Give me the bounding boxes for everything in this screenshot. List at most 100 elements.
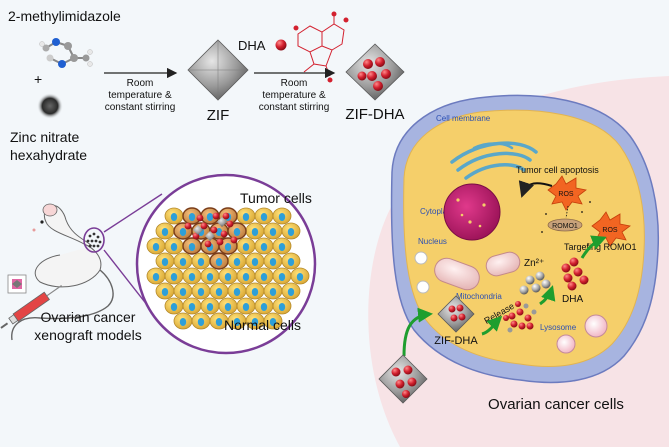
apoptosis-arrow xyxy=(518,180,553,198)
lysosome xyxy=(584,314,608,338)
dha-particle xyxy=(196,214,204,222)
chromatin-dots xyxy=(456,198,486,228)
lysosome xyxy=(556,334,576,354)
zif-particle xyxy=(193,225,203,235)
dha-particle xyxy=(184,222,192,230)
dha-particle xyxy=(216,238,224,246)
dha-released-label: DHA xyxy=(562,294,583,305)
normal-cell xyxy=(272,237,292,255)
dha-molecules-cluster xyxy=(561,257,589,291)
internalized-carrier-label: ZIF-DHA xyxy=(434,335,478,347)
normal-cell xyxy=(164,297,184,315)
normal-cell xyxy=(182,267,202,285)
internalized-zif-dha-icon xyxy=(437,295,475,333)
apoptosis-label: Tumor cell apoptosis xyxy=(516,165,599,175)
ros-link-line xyxy=(565,205,569,219)
normal-cell xyxy=(254,267,274,285)
normal-cell xyxy=(218,297,238,315)
normal-cell xyxy=(209,282,229,300)
zif-octahedron-icon xyxy=(187,39,249,101)
dha-structure-icon xyxy=(293,11,349,83)
tumor-cell xyxy=(209,252,229,270)
tumor-cell xyxy=(227,222,247,240)
normal-cell xyxy=(227,252,247,270)
ros-burst-icon xyxy=(547,175,587,211)
normal-cell xyxy=(209,312,229,330)
lysosome-label: Lysosome xyxy=(540,323,577,332)
zn-ions-cluster xyxy=(519,271,551,295)
ovarian-cells-caption: Ovarian cancer cells xyxy=(488,396,624,413)
romo1-protein xyxy=(547,218,583,232)
zinc-nitrate-label-line2: hexahydrate xyxy=(10,147,87,163)
normal-cell xyxy=(146,267,166,285)
zoom-line-top xyxy=(103,193,163,233)
normal-cell xyxy=(263,312,283,330)
normal-cell xyxy=(245,282,265,300)
ligand-label: 2-methylimidazole xyxy=(8,8,121,24)
normal-cell xyxy=(263,252,283,270)
dha-particle xyxy=(222,212,230,220)
normal-cell xyxy=(281,282,301,300)
normal-cell xyxy=(164,267,184,285)
mitochondria-label: Mitochondria xyxy=(456,292,502,301)
zif-particle xyxy=(217,217,227,227)
ligand-molecule-icon xyxy=(39,38,93,68)
normal-cell xyxy=(164,237,184,255)
vesicle xyxy=(416,280,430,294)
xenograft-caption-line1: Ovarian cancer xyxy=(41,309,136,325)
normal-cells-label: Normal cells xyxy=(224,317,301,333)
normal-cell xyxy=(173,282,193,300)
zinc-nitrate-label-line1: Zinc nitrate xyxy=(10,129,79,145)
normal-cell xyxy=(254,297,274,315)
dha-particle xyxy=(212,212,220,220)
degraded-carrier-fragments xyxy=(503,301,537,333)
normal-cell xyxy=(191,252,211,270)
normal-cell xyxy=(281,252,301,270)
release-arrow xyxy=(481,315,503,336)
normal-cell xyxy=(281,222,301,240)
step2-condition-line3: constant stirring xyxy=(259,102,330,113)
drug-vial-icon xyxy=(7,274,27,294)
tumor-cell xyxy=(182,237,202,255)
zn-release-arrow xyxy=(539,285,556,306)
ros-label-1: ROS xyxy=(558,191,574,198)
romo1-label: ROMO1 xyxy=(552,223,578,230)
normal-cell xyxy=(254,237,274,255)
normal-cell xyxy=(155,252,175,270)
syringe-icon xyxy=(0,285,62,329)
mitochondrion xyxy=(485,251,521,277)
normal-cell xyxy=(236,207,256,225)
normal-cell xyxy=(245,222,265,240)
normal-cell xyxy=(173,252,193,270)
tumor-cells-cluster xyxy=(173,207,247,270)
step2-condition-line2: temperature & xyxy=(262,90,326,101)
dha-particle xyxy=(220,230,228,238)
dha-particle xyxy=(210,226,218,234)
plus-sign: + xyxy=(34,71,42,87)
dha-drug-label: DHA xyxy=(238,38,266,53)
uptake-arrow xyxy=(402,307,433,357)
xenograft-caption-line2: xenograft models xyxy=(34,327,141,343)
step1-condition-line1: Room xyxy=(127,78,154,89)
zif-particle xyxy=(205,231,215,241)
cytoplasm-label: Cytoplasm xyxy=(420,207,458,216)
normal-cell xyxy=(236,237,256,255)
dha-particle xyxy=(204,240,212,248)
step1-condition-line3: constant stirring xyxy=(105,102,176,113)
vesicle xyxy=(414,251,428,265)
target-arrow xyxy=(580,235,607,259)
zif-dha-octahedron-icon xyxy=(345,43,405,101)
normal-cell xyxy=(236,297,256,315)
zif-label: ZIF xyxy=(207,107,230,124)
step2-condition-line1: Room xyxy=(281,78,308,89)
normal-cell xyxy=(191,312,211,330)
nucleus xyxy=(443,183,501,241)
cell-membrane-label: Cell membrane xyxy=(436,114,491,123)
mitochondrion xyxy=(434,257,480,291)
normal-cell xyxy=(236,267,256,285)
normal-cell xyxy=(155,222,175,240)
normal-cell xyxy=(245,252,265,270)
normal-cell xyxy=(182,297,202,315)
normal-cell xyxy=(155,282,175,300)
